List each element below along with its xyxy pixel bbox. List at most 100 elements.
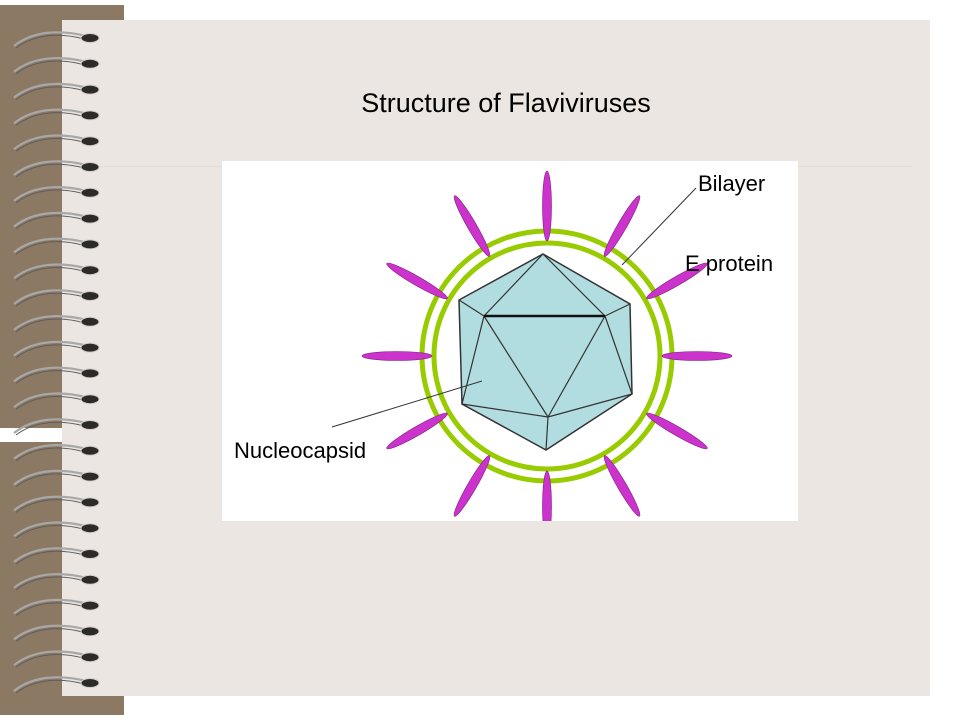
spiral-hole (80, 187, 100, 198)
nucleocapsid-label: Nucleocapsid (234, 438, 366, 463)
spiral-hole (80, 291, 100, 301)
spiral-coil (13, 211, 87, 228)
e-protein-spike (453, 195, 491, 257)
spiral-coil (13, 650, 87, 667)
spiral-coil (13, 676, 87, 692)
spiral-binding (13, 31, 100, 694)
spiral-hole (80, 471, 100, 482)
spiral-hole (80, 600, 100, 611)
spiral-coil (13, 186, 87, 202)
nucleocapsid-leader-line (331, 380, 483, 428)
spiral-coil (13, 289, 87, 305)
spiral-hole (80, 110, 100, 121)
spiral-hole (80, 213, 100, 224)
spiral-coil-shadow (15, 396, 85, 410)
spiral-coil (13, 547, 87, 563)
spiral-coil-shadow (15, 550, 85, 565)
spiral-coil-shadow (15, 189, 85, 204)
e-protein-spike (361, 351, 433, 361)
spiral-coil (13, 469, 87, 486)
spiral-hole (80, 136, 100, 147)
spiral-coil-shadow (15, 292, 85, 307)
bilayer-leader-line (621, 187, 697, 266)
spiral-coil-shadow (15, 499, 85, 513)
e-protein-spike (603, 455, 641, 517)
spiral-coil-shadow (15, 473, 85, 488)
e-protein-spike (646, 262, 708, 300)
spiral-coil (13, 160, 87, 176)
e-protein-spikes (361, 170, 733, 521)
bilayer-label: Bilayer (698, 171, 765, 196)
spiral-coil (13, 57, 87, 73)
spiral-coil (13, 315, 87, 331)
spiral-coil-shadow (15, 370, 85, 384)
spiral-coil (13, 418, 87, 434)
spiral-coil-shadow (15, 525, 85, 539)
spiral-coil (13, 340, 87, 357)
spiral-coil-shadow (15, 654, 85, 668)
spiral-hole (80, 239, 100, 250)
spiral-hole (80, 33, 100, 43)
spiral-coil-shadow (15, 421, 85, 436)
bilayer-inner-ring (431, 240, 663, 472)
spiral-coil (13, 31, 87, 47)
spiral-coil (13, 366, 87, 383)
spiral-coil (13, 134, 87, 151)
spiral-hole (80, 162, 100, 172)
e-protein-spike (386, 412, 448, 450)
spiral-hole (80, 497, 100, 508)
spiral-hole (80, 342, 100, 353)
spiral-hole (80, 394, 100, 405)
spiral-coil (13, 82, 87, 99)
spiral-coil-shadow (15, 628, 85, 642)
spiral-hole (80, 652, 100, 663)
e-protein-spike (603, 195, 641, 257)
spiral-coil (13, 237, 87, 254)
spiral-coil (13, 598, 87, 615)
spiral-hole (80, 316, 100, 327)
spiral-coil-shadow (15, 267, 85, 281)
spiral-coil-shadow (15, 215, 85, 230)
spiral-coil-shadow (15, 679, 85, 694)
spiral-hole (80, 523, 100, 534)
spiral-hole (80, 549, 100, 559)
e-protein-spike (386, 262, 448, 300)
spiral-coil (13, 263, 87, 280)
spiral-coil (13, 521, 87, 538)
spiral-coil-shadow (15, 344, 85, 359)
spiral-hole (80, 368, 100, 379)
spiral-coil (13, 624, 87, 641)
diagram-frame: Bilayer E protein Nucleocapsid (222, 161, 798, 521)
spiral-coil (13, 392, 87, 409)
spiral-coil-shadow (15, 34, 85, 49)
spiral-coil (13, 495, 87, 512)
e-protein-spike (542, 470, 552, 521)
e-protein-spike (661, 351, 733, 361)
nucleocapsid-hexagon (458, 253, 633, 451)
spiral-hole (80, 574, 100, 585)
e-protein-label: E protein (685, 251, 773, 276)
spiral-coil-shadow (15, 60, 85, 75)
spiral-hole (80, 84, 100, 95)
spiral-hole (80, 626, 100, 637)
spiral-coil-shadow (15, 163, 85, 178)
e-protein-spike (646, 412, 708, 450)
spiral-hole (80, 678, 100, 688)
e-protein-spike (453, 455, 491, 517)
spiral-coil (13, 444, 87, 460)
e-protein-spike (542, 170, 552, 242)
spiral-coil-shadow (15, 86, 85, 101)
spiral-coil (13, 108, 87, 125)
spiral-coil-shadow (15, 112, 85, 126)
spiral-coil-shadow (15, 318, 85, 333)
flavivirus-diagram: Bilayer E protein Nucleocapsid (234, 170, 773, 521)
spiral-coil (13, 573, 87, 589)
spiral-coil-shadow (15, 576, 85, 591)
spiral-coil-shadow (15, 241, 85, 255)
spiral-hole (80, 58, 100, 69)
spiral-hole (80, 420, 100, 430)
spiral-hole (80, 265, 100, 276)
spiral-coil-shadow (15, 447, 85, 462)
spiral-coil-shadow (15, 138, 85, 152)
spiral-hole (80, 445, 100, 456)
